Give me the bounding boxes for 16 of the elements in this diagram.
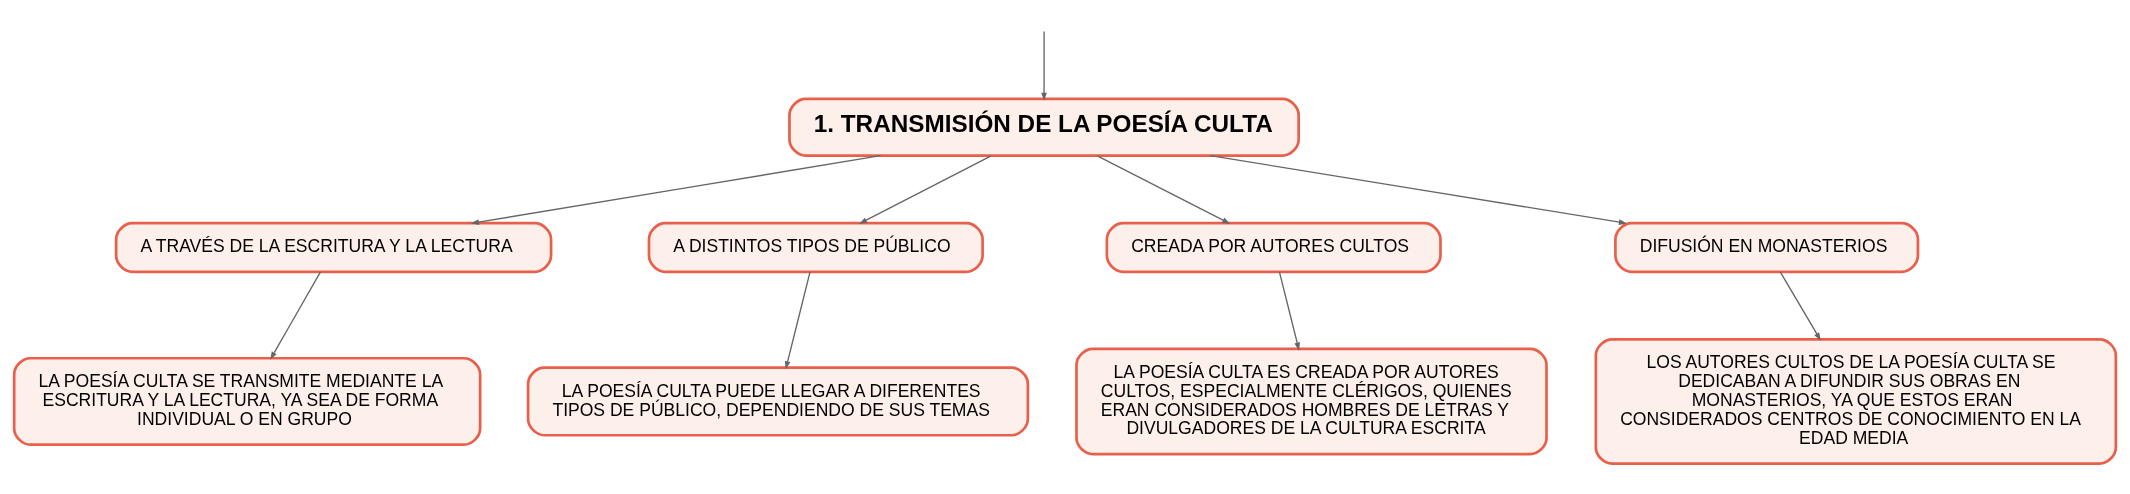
arrow [470,154,882,225]
node-box: LA POESÍA CULTA SE TRANSMITE MEDIANTE LA ESCRITURA Y LA LECTURA, YA SEA DE FORMA INDIVIDUAL O EN GRUPO [12,356,482,447]
arrow [1209,154,1627,225]
arrow [1096,155,1231,224]
node-box: A DISTINTOS TIPOS DE PÚBLICO [647,221,984,274]
node-box: CREADA POR AUTORES CULTOS [1105,221,1442,274]
arrow [1779,271,1821,341]
arrow [858,155,992,224]
arrow [784,271,811,370]
node-box: LA POESÍA CULTA ES CREADA POR AUTORES CULTOS, ESPECIALMENTE CLÉRIGOS, QUIENES ERAN CONSIDERADOS HOMBRES DE LETRAS Y DIVULGADORES DE LA CULTURA ESCRITA [1075,347,1548,456]
arrow [1041,30,1047,101]
arrow [270,271,322,360]
arrow [1278,271,1300,351]
node-box: LA POESÍA CULTA PUEDE LLEGAR A DIFERENTES TIPOS DE PÚBLICO, DEPENDIENDO DE SUS TEMAS [526,366,1030,437]
node-box: LOS AUTORES CULTOS DE LA POESÍA CULTA SE DEDICABAN A DIFUNDIR SUS OBRAS EN MONASTERIOS, YA QUE ESTOS ERAN CONSIDERADOS CENTROS DE CONOCIMIENTO EN LA EDAD MEDIA [1594,337,2118,465]
node-box: 1. TRANSMISIÓN DE LA POESÍA CULTA [788,97,1300,157]
